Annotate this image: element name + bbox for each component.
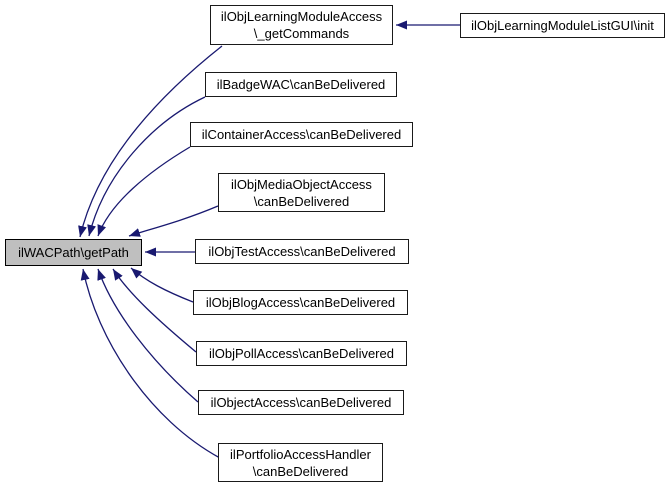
node-ilwacpath-getpath: ilWACPath\getPath — [5, 239, 142, 266]
node-label-line1: ilObjMediaObjectAccess — [231, 176, 372, 192]
node-label-line2: \canBeDelivered — [253, 193, 350, 209]
node-ilportfolioaccesshandler-canbedelivered[interactable]: ilPortfolioAccessHandler \canBeDelivered — [218, 443, 383, 482]
node-label: ilWACPath\getPath — [18, 245, 129, 260]
node-ilobjlearningmoduleaccess-getcommands[interactable]: ilObjLearningModuleAccess \_getCommands — [210, 5, 393, 45]
node-label: ilObjPollAccess\canBeDelivered — [209, 346, 394, 361]
node-label: ilObjectAccess\canBeDelivered — [210, 395, 392, 410]
node-ilobjectaccess-canbedelivered[interactable]: ilObjectAccess\canBeDelivered — [198, 390, 404, 415]
edge-learning-module-access-to-getpath — [78, 45, 223, 238]
node-label-line1: ilPortfolioAccessHandler — [230, 446, 371, 462]
node-ilobjtestaccess-canbedelivered[interactable]: ilObjTestAccess\canBeDelivered — [195, 239, 409, 264]
node-ilobjblogaccess-canbedelivered[interactable]: ilObjBlogAccess\canBeDelivered — [193, 290, 408, 315]
edge-blog-access-to-getpath — [130, 267, 194, 303]
edge-container-access-to-getpath — [97, 146, 191, 237]
node-ilcontaineraccess-canbedelivered[interactable]: ilContainerAccess\canBeDelivered — [190, 122, 413, 147]
node-label: ilBadgeWAC\canBeDelivered — [216, 77, 386, 92]
node-label: ilObjBlogAccess\canBeDelivered — [205, 295, 396, 310]
edge-poll-access-to-getpath — [112, 268, 197, 353]
edge-portfolio-access-handler-to-getpath — [80, 268, 221, 459]
node-label-line1: ilObjLearningModuleAccess — [220, 9, 383, 24]
edge-media-object-access-to-getpath — [128, 205, 219, 237]
node-ilbadgewac-canbedelivered[interactable]: ilBadgeWAC\canBeDelivered — [205, 72, 397, 97]
node-label: ilObjLearningModuleListGUI\init — [471, 18, 654, 33]
node-label-line2: \_getCommands — [253, 26, 350, 41]
node-label-line2: \canBeDelivered — [252, 463, 349, 479]
node-ilobjlearningmodulelistgui-init[interactable]: ilObjLearningModuleListGUI\init — [460, 13, 665, 38]
node-label: ilObjTestAccess\canBeDelivered — [208, 244, 396, 259]
edge-badge-wac-to-getpath — [87, 96, 206, 237]
node-ilobjmediaobjectaccess-canbedelivered[interactable]: ilObjMediaObjectAccess \canBeDelivered — [218, 173, 385, 212]
node-ilobjpollaccess-canbedelivered[interactable]: ilObjPollAccess\canBeDelivered — [196, 341, 407, 366]
node-label: ilContainerAccess\canBeDelivered — [201, 127, 402, 142]
edge-object-access-to-getpath — [97, 268, 199, 403]
